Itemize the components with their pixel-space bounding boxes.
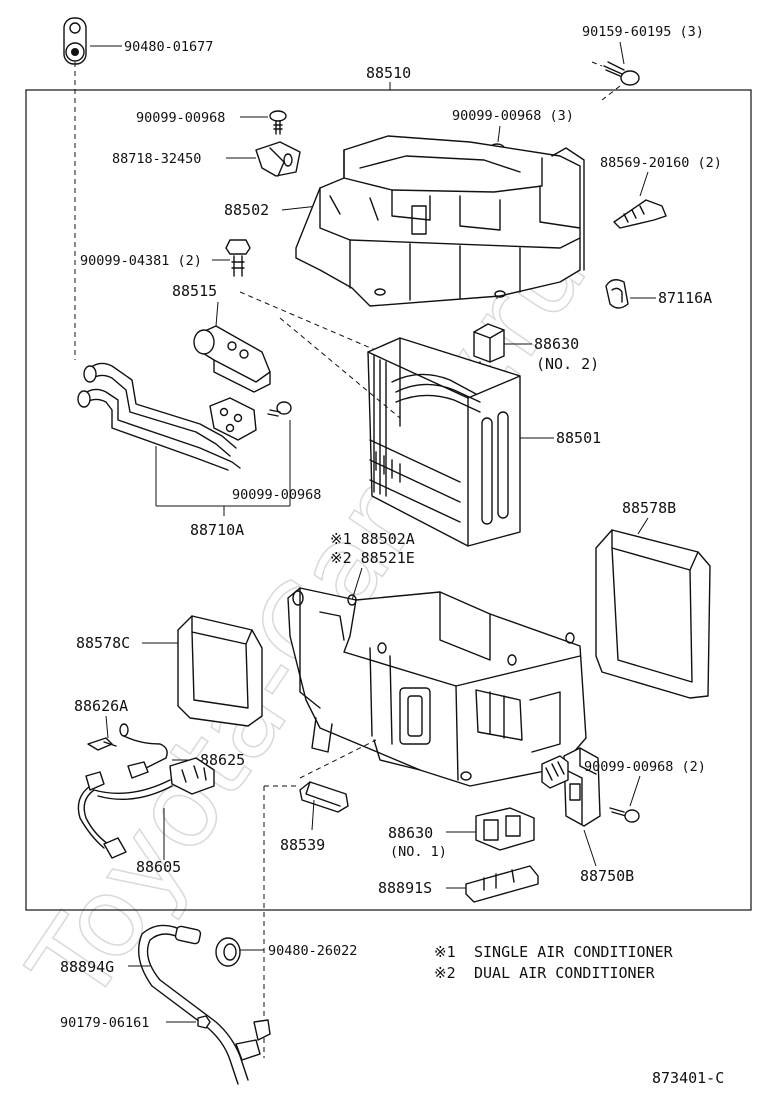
label-88539: 88539 bbox=[280, 836, 325, 854]
upper-case-88502 bbox=[295, 135, 585, 307]
screw-90159-60195 bbox=[603, 61, 640, 86]
resistor-88750B bbox=[541, 747, 601, 827]
label-88630-no1-sub: (NO. 1) bbox=[390, 844, 447, 860]
label-88718-32450: 88718-32450 bbox=[112, 151, 201, 167]
note-1-text: SINGLE AIR CONDITIONER bbox=[474, 943, 674, 961]
label-88630-no2-sub: (NO. 2) bbox=[536, 355, 599, 373]
label-88630-no2: 88630 bbox=[534, 335, 579, 353]
thermistor-88625 bbox=[119, 723, 168, 779]
label-88710A: 88710A bbox=[190, 521, 244, 539]
clamp-88891S bbox=[465, 865, 539, 903]
label-88630-no1: 88630 bbox=[388, 824, 433, 842]
label-90099-00968-a: 90099-00968 bbox=[136, 110, 225, 126]
expansion-valve-88515 bbox=[193, 325, 271, 393]
grommet-90480-26022 bbox=[215, 937, 241, 967]
label-90179-06161: 90179-06161 bbox=[60, 1015, 149, 1031]
label-88625: 88625 bbox=[200, 751, 245, 769]
bracket-88718-32450 bbox=[255, 141, 301, 177]
clip-88626A bbox=[87, 737, 117, 751]
label-88515: 88515 bbox=[172, 282, 217, 300]
label-88569-20160: 88569-20160 (2) bbox=[600, 155, 722, 171]
label-88502A: ※1 88502A bbox=[330, 530, 415, 548]
note-2-text: DUAL AIR CONDITIONER bbox=[474, 964, 656, 982]
label-88891S: 88891S bbox=[378, 879, 432, 897]
connector-88539 bbox=[299, 781, 349, 813]
relay-88630-no1 bbox=[475, 807, 535, 851]
label-88626A: 88626A bbox=[74, 697, 128, 715]
label-88750B: 88750B bbox=[580, 867, 634, 885]
screw-90099-00968-b bbox=[267, 401, 292, 417]
nut-90179-06161 bbox=[197, 1015, 211, 1029]
tube-88710A bbox=[77, 362, 257, 471]
label-88502: 88502 bbox=[224, 201, 269, 219]
label-90159-60195: 90159-60195 (3) bbox=[582, 24, 704, 40]
label-88501: 88501 bbox=[556, 429, 601, 447]
screw-90099-00968-a bbox=[269, 110, 287, 135]
label-87116A: 87116A bbox=[658, 289, 712, 307]
clamp-87116A bbox=[605, 279, 629, 309]
note-2-mark: ※2 bbox=[434, 964, 456, 982]
label-88605: 88605 bbox=[136, 858, 181, 876]
grommet-90480-01677 bbox=[63, 17, 87, 65]
label-88578C: 88578C bbox=[76, 634, 130, 652]
label-88510: 88510 bbox=[366, 64, 411, 82]
label-90480-01677: 90480-01677 bbox=[124, 39, 213, 55]
label-90099-00968-3: 90099-00968 (3) bbox=[452, 108, 574, 124]
label-90099-04381: 90099-04381 (2) bbox=[80, 253, 202, 269]
packing-88578C bbox=[177, 615, 263, 727]
clip-88569-20160 bbox=[613, 199, 667, 229]
bolt-90099-04381 bbox=[225, 239, 251, 277]
label-88894G: 88894G bbox=[60, 958, 114, 976]
wire-harness-88605 bbox=[77, 757, 215, 859]
label-88578B: 88578B bbox=[622, 499, 676, 517]
lower-case-88502A bbox=[287, 587, 587, 787]
packing-88578B bbox=[595, 529, 711, 699]
label-90099-00968-b: 90099-00968 bbox=[232, 487, 321, 503]
screw-90099-00968-2 bbox=[609, 807, 640, 823]
diagram-code: 873401-C bbox=[652, 1069, 724, 1087]
label-90099-00968-2: 90099-00968 (2) bbox=[584, 759, 706, 775]
evaporator-88501 bbox=[367, 337, 521, 547]
assembly-frame bbox=[25, 89, 752, 911]
note-1-mark: ※1 bbox=[434, 943, 456, 961]
label-90480-26022: 90480-26022 bbox=[268, 943, 357, 959]
label-88521E: ※2 88521E bbox=[330, 549, 415, 567]
